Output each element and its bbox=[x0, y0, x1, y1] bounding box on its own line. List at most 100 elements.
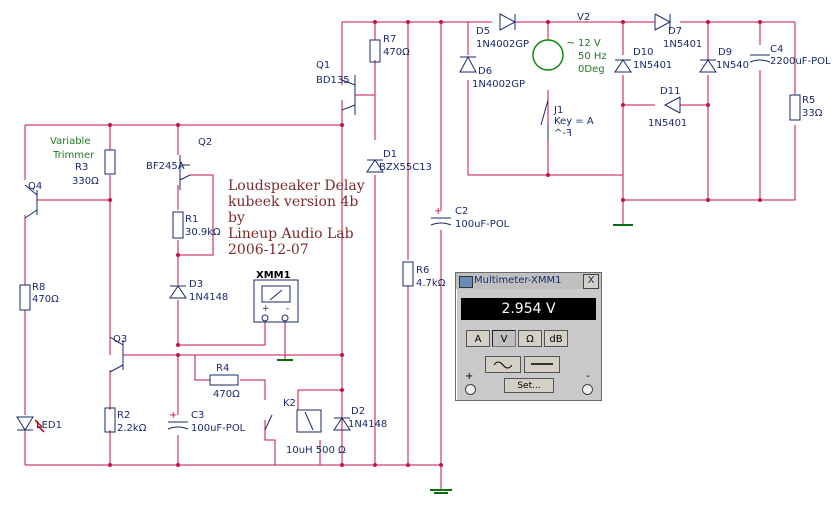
d1-value: BZX55C13 bbox=[379, 162, 432, 173]
ohmmeter-button[interactable]: Ω bbox=[518, 330, 542, 347]
mode-buttons: A V Ω dB bbox=[466, 330, 568, 347]
j1-switch[interactable]: J1 Key = A ^-ꟻ bbox=[540, 99, 594, 140]
k2-relay[interactable]: K2 10uH 500 Ω bbox=[264, 398, 346, 456]
junction-dots bbox=[108, 20, 762, 467]
c4-value: 2200uF-POL bbox=[770, 56, 831, 67]
q4-transistor[interactable]: Q4 bbox=[24, 181, 42, 219]
r6-resistor[interactable]: R6 4.7kΩ bbox=[402, 261, 446, 289]
v2-frequency: 50 Hz bbox=[578, 51, 607, 62]
d9-ref: D9 bbox=[718, 47, 732, 58]
k2-value: 10uH 500 Ω bbox=[286, 445, 346, 456]
close-button[interactable]: X bbox=[583, 274, 599, 289]
ground-symbols bbox=[277, 224, 633, 494]
positive-terminal-label: + bbox=[465, 371, 474, 382]
d9-value: 1N540 bbox=[716, 60, 749, 71]
d3-diode[interactable]: D3 1N4148 bbox=[169, 279, 228, 303]
led1-diode[interactable]: LED1 bbox=[16, 416, 62, 433]
decibel-button[interactable]: dB bbox=[544, 330, 568, 347]
d3-ref: D3 bbox=[189, 279, 203, 290]
r4-value: 470Ω bbox=[213, 389, 240, 400]
wires bbox=[24, 21, 796, 490]
d9-diode[interactable]: D9 1N540 bbox=[699, 47, 749, 73]
r8-resistor[interactable]: R8 470Ω bbox=[19, 282, 59, 311]
r5-value: 33Ω bbox=[802, 108, 823, 119]
xmm1-instrument[interactable]: + - XMM1 bbox=[253, 270, 299, 323]
r3-trimmer[interactable]: Variable Trimmer R3 330Ω bbox=[50, 136, 116, 187]
ac-mode-button[interactable] bbox=[485, 356, 521, 373]
c2-capacitor[interactable]: + C2 100uF-POL bbox=[430, 206, 510, 230]
svg-text:+: + bbox=[262, 304, 270, 314]
svg-text:+: + bbox=[434, 206, 442, 217]
note-line-5: 2006-12-07 bbox=[228, 242, 309, 258]
q1-ref: Q1 bbox=[316, 60, 330, 71]
k2-ref: K2 bbox=[283, 398, 296, 409]
r4-resistor[interactable]: R4 470Ω bbox=[209, 363, 240, 400]
r1-resistor[interactable]: R1 30.9kΩ bbox=[172, 211, 221, 239]
set-button[interactable]: Set... bbox=[504, 378, 554, 393]
multimeter-app-icon bbox=[459, 276, 473, 288]
d5-diode[interactable]: D5 1N4002GP bbox=[476, 13, 529, 50]
r7-value: 470Ω bbox=[383, 47, 410, 58]
j1-key: Key = A bbox=[554, 116, 594, 127]
svg-text:~: ~ bbox=[566, 36, 575, 49]
q2-value: BF245A bbox=[146, 161, 185, 172]
r8-value: 470Ω bbox=[32, 294, 59, 305]
r4-ref: R4 bbox=[216, 363, 229, 374]
r1-ref: R1 bbox=[185, 214, 198, 225]
dc-mode-button[interactable] bbox=[524, 356, 560, 373]
r5-ref: R5 bbox=[802, 95, 815, 106]
d1-zener[interactable]: D1 BZX55C13 bbox=[366, 149, 432, 173]
q3-transistor[interactable]: Q3 bbox=[109, 334, 127, 373]
d11-diode[interactable]: D11 1N5401 bbox=[648, 86, 687, 129]
r6-ref: R6 bbox=[416, 265, 429, 276]
multimeter-titlebar[interactable]: Multimeter-XMM1 X bbox=[456, 273, 601, 289]
r3-value: 330Ω bbox=[72, 176, 99, 187]
c2-ref: C2 bbox=[455, 206, 468, 217]
led1-ref: LED1 bbox=[36, 420, 62, 431]
d10-diode[interactable]: D10 1N5401 bbox=[614, 47, 672, 73]
d2-ref: D2 bbox=[351, 406, 365, 417]
d2-value: 1N4148 bbox=[348, 419, 387, 430]
d11-ref: D11 bbox=[660, 86, 680, 97]
d7-diode[interactable]: D7 1N5401 bbox=[654, 13, 702, 50]
c4-capacitor[interactable]: C4 2200uF-POL bbox=[749, 44, 831, 67]
d1-ref: D1 bbox=[383, 149, 397, 160]
d6-diode[interactable]: D6 1N4002GP bbox=[459, 55, 525, 90]
ammeter-button[interactable]: A bbox=[466, 330, 490, 347]
signal-mode-buttons bbox=[485, 356, 560, 373]
q2-ref: Q2 bbox=[198, 137, 212, 148]
d7-value: 1N5401 bbox=[663, 39, 702, 50]
v2-phase: 0Deg bbox=[578, 64, 605, 75]
svg-text:-: - bbox=[286, 304, 289, 314]
r3-trimmer-label: Trimmer bbox=[52, 150, 95, 161]
q3-ref: Q3 bbox=[113, 334, 127, 345]
q2-jfet[interactable]: Q2 BF245A bbox=[146, 137, 212, 190]
d7-ref: D7 bbox=[668, 26, 682, 37]
v2-ac-source[interactable]: ~ V2 12 V 50 Hz 0Deg bbox=[532, 12, 607, 75]
r5-resistor[interactable]: R5 33Ω bbox=[789, 94, 823, 121]
note-text: Loudspeaker Delay kubeek version 4b by L… bbox=[228, 178, 365, 258]
note-line-4: Lineup Audio Lab bbox=[228, 226, 354, 242]
r7-resistor[interactable]: R7 470Ω bbox=[369, 34, 410, 63]
negative-terminal[interactable] bbox=[582, 384, 593, 395]
multimeter-window[interactable]: Multimeter-XMM1 X 2.954 V A V Ω dB + - S… bbox=[455, 272, 602, 401]
d2-diode[interactable]: D2 1N4148 bbox=[333, 406, 387, 431]
d5-value: 1N4002GP bbox=[476, 39, 529, 50]
sine-wave-icon bbox=[493, 361, 513, 369]
voltmeter-button[interactable]: V bbox=[492, 330, 516, 347]
positive-terminal[interactable] bbox=[465, 384, 476, 395]
negative-terminal-label: - bbox=[586, 371, 590, 382]
j1-key-symbol: ^-ꟻ bbox=[554, 128, 572, 139]
r3-ref: R3 bbox=[75, 162, 88, 173]
d6-ref: D6 bbox=[478, 66, 492, 77]
q1-transistor[interactable]: Q1 BD135 bbox=[316, 60, 356, 115]
v2-ref: V2 bbox=[577, 12, 590, 23]
q4-ref: Q4 bbox=[28, 181, 42, 192]
c3-capacitor[interactable]: + C3 100uF-POL bbox=[167, 410, 246, 434]
d3-value: 1N4148 bbox=[189, 292, 228, 303]
c3-value: 100uF-POL bbox=[191, 423, 246, 434]
r2-resistor[interactable]: R2 2.2kΩ bbox=[104, 407, 147, 434]
j1-ref: J1 bbox=[553, 105, 563, 116]
r6-value: 4.7kΩ bbox=[416, 278, 446, 289]
